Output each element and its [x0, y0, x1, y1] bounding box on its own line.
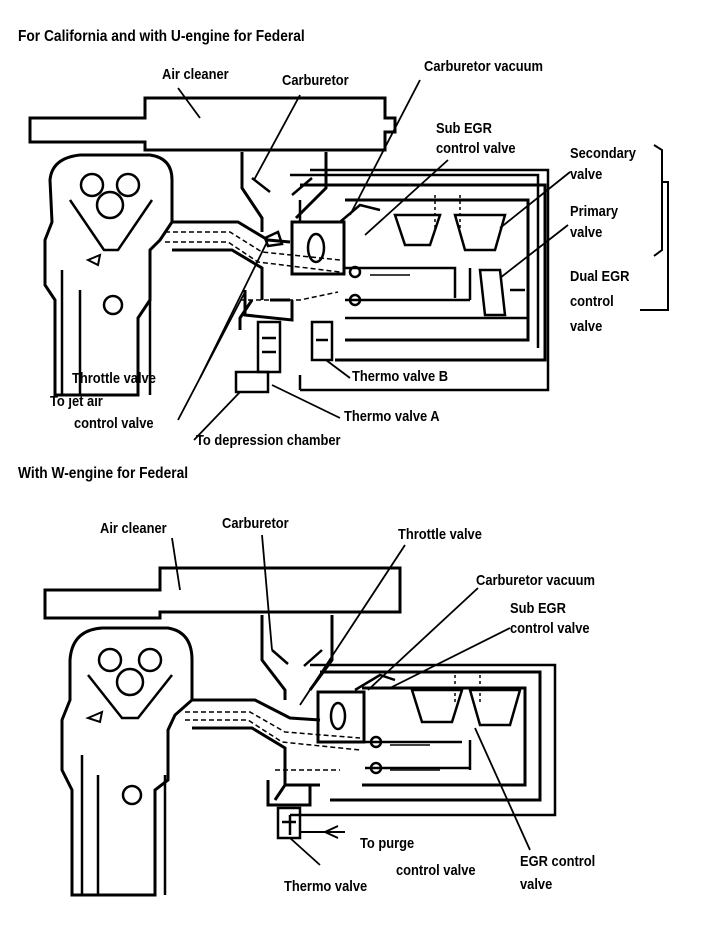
top-vacuum-hoses [290, 168, 550, 392]
top-engine-block [43, 153, 174, 397]
bottom-label-egr-control-line1: EGR control [520, 853, 596, 870]
top-air-cleaner [28, 96, 397, 152]
top-label-throttle-valve: Throttle valve [72, 370, 156, 387]
top-engine-drawing [28, 79, 669, 441]
bottom-label-sub-egr-line2: control valve [510, 620, 590, 637]
top-label-thermo-valve-a: Thermo valve A [344, 408, 440, 425]
bottom-sub-egr-valve [316, 673, 396, 744]
top-label-dual-egr-line2: control [570, 293, 614, 310]
top-sub-egr-valve [290, 200, 381, 276]
bottom-label-air-cleaner: Air cleaner [100, 520, 167, 537]
bottom-label-thermo-valve: Thermo valve [284, 878, 368, 895]
top-label-dual-egr-line1: Dual EGR [570, 268, 630, 285]
top-label-secondary-line2: valve [570, 166, 603, 183]
top-leader-lines [177, 79, 669, 441]
top-label-depression-chamber: To depression chamber [196, 432, 341, 449]
bottom-egr-valve [320, 670, 542, 802]
top-dual-egr-valve [300, 183, 547, 362]
bottom-label-sub-egr-line1: Sub EGR [510, 600, 566, 617]
bottom-air-cleaner [43, 566, 402, 620]
bottom-label-carburetor: Carburetor [222, 515, 289, 532]
top-thermo-valves [234, 320, 334, 394]
bottom-vacuum-hoses [288, 663, 557, 835]
bottom-engine-drawing [43, 534, 557, 897]
top-label-primary-line2: valve [570, 224, 603, 241]
bottom-label-carburetor-vacuum: Carburetor vacuum [476, 572, 596, 589]
bottom-label-purge-line1: To purge [360, 835, 415, 852]
bottom-diagram-heading: With W-engine for Federal [18, 465, 189, 482]
bottom-engine-block [60, 626, 194, 897]
top-label-air-cleaner: Air cleaner [162, 66, 229, 83]
top-diagram-heading: For California and with U-engine for Fed… [18, 28, 305, 45]
top-carburetor [165, 152, 341, 330]
top-label-sub-egr-line1: Sub EGR [436, 120, 492, 137]
top-label-dual-egr-line3: valve [570, 318, 603, 335]
bottom-carburetor [185, 615, 361, 807]
bottom-label-purge-line2: control valve [396, 862, 476, 879]
bottom-label-egr-control-line2: valve [520, 876, 553, 893]
top-label-jet-air-line1: To jet air [50, 393, 103, 410]
top-label-thermo-valve-b: Thermo valve B [352, 368, 449, 385]
top-label-secondary-line1: Secondary [570, 145, 636, 162]
bottom-thermo-valve [276, 806, 345, 840]
top-label-sub-egr-line2: control valve [436, 140, 516, 157]
top-label-primary-line1: Primary [570, 203, 619, 220]
bottom-label-throttle-valve: Throttle valve [398, 526, 482, 543]
top-label-carburetor: Carburetor [282, 72, 349, 89]
top-label-jet-air-line2: control valve [74, 415, 154, 432]
bottom-leader-lines [171, 534, 531, 866]
top-label-carburetor-vacuum: Carburetor vacuum [424, 58, 544, 75]
